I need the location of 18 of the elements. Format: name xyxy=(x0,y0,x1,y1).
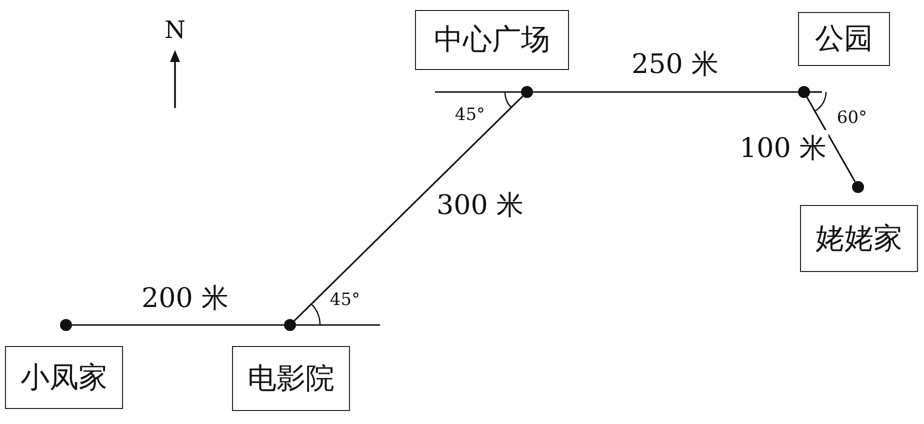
angle-label: 45° xyxy=(328,290,362,310)
place-box: 中心广场 xyxy=(415,10,569,70)
north-label: N xyxy=(164,16,186,44)
angle-label: 45° xyxy=(454,105,486,125)
point-dot xyxy=(60,319,72,331)
route-line xyxy=(294,96,524,322)
point-dot xyxy=(798,86,810,98)
route-line xyxy=(806,96,856,182)
angle-label: 60° xyxy=(836,108,868,128)
place-box: 公园 xyxy=(798,12,890,66)
place-box: 电影院 xyxy=(232,346,350,411)
point-dot xyxy=(852,181,864,193)
route-line xyxy=(533,91,798,93)
route-line xyxy=(72,324,284,326)
point-dot xyxy=(284,319,296,331)
place-box: 姥姥家 xyxy=(800,205,918,272)
point-dot xyxy=(521,86,533,98)
place-box: 小凤家 xyxy=(5,346,123,409)
